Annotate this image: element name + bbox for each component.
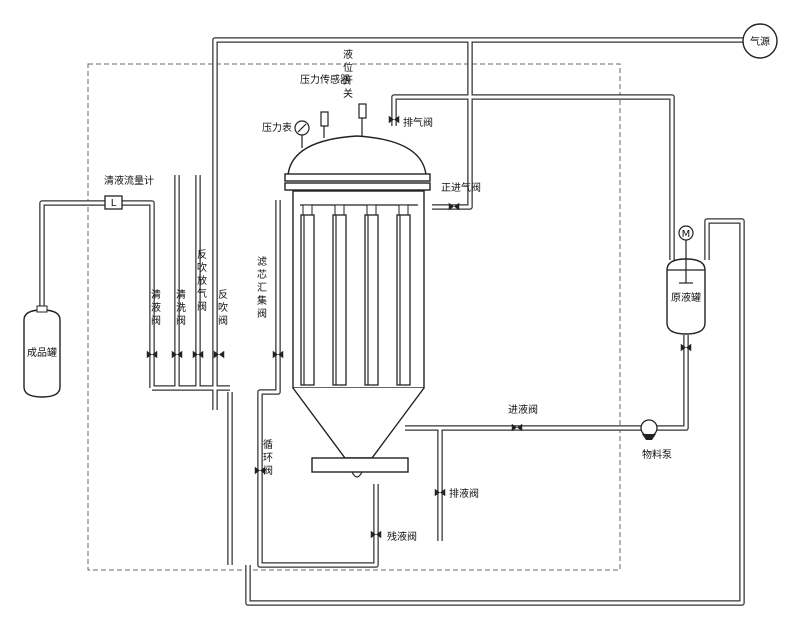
raw-liquid-tank-label: 原液罐: [671, 291, 701, 304]
backblow-valve-label: 反吹阀: [218, 289, 228, 327]
material-pump: [640, 419, 658, 440]
clear-liquid-flowmeter-label: 清液流量计: [104, 174, 154, 187]
residual-valve-label: 残液阀: [387, 530, 417, 543]
clear-liquid-valve-label: 清液阀: [151, 288, 161, 327]
pipe-network-inner: [40, 38, 750, 605]
filter-element: [396, 204, 411, 386]
forward-inlet-valve-label: 正进气阀: [441, 181, 481, 194]
feed-valve-label: 进液阀: [508, 403, 538, 416]
flowmeter-symbol: L: [111, 198, 117, 209]
gas-source: 气源: [742, 23, 778, 59]
element-header-valve-label: 滤芯汇集阀: [257, 255, 267, 320]
circulation-valve-label: 循环阀: [263, 438, 273, 477]
filter-element: [364, 204, 379, 386]
product-tank: 成品罐: [23, 305, 61, 398]
product-tank-label: 成品罐: [27, 346, 57, 359]
material-pump-label: 物料泵: [642, 448, 672, 461]
backblow-valve-icon: [213, 350, 225, 359]
flowmeter: L: [104, 195, 123, 210]
gas-source-label: 气源: [750, 35, 770, 48]
equipment-boundary: [87, 63, 621, 571]
wash-valve-label: 清洗阀: [176, 288, 186, 327]
filter-element: [300, 204, 315, 386]
backblow-release-valve-label: 反吹放气阀: [197, 249, 207, 313]
filter-elements: [300, 204, 418, 386]
motor-symbol: M: [682, 229, 691, 240]
drain-valve-label: 排液阀: [449, 487, 479, 500]
filter-element: [332, 204, 347, 386]
pressure-gauge-label: 压力表: [262, 121, 292, 134]
pressure-sensor-label: 压力传感器: [300, 73, 350, 86]
vent-valve-label: 排气阀: [403, 116, 433, 129]
level-switch-label: 液位开关: [343, 48, 353, 100]
labels: 压力传感器 压力表 排气阀 正进气阀 清液流量计 进液阀 物料泵 排液阀 残液阀…: [104, 48, 672, 543]
raw-liquid-tank: M 原液罐: [666, 225, 706, 335]
